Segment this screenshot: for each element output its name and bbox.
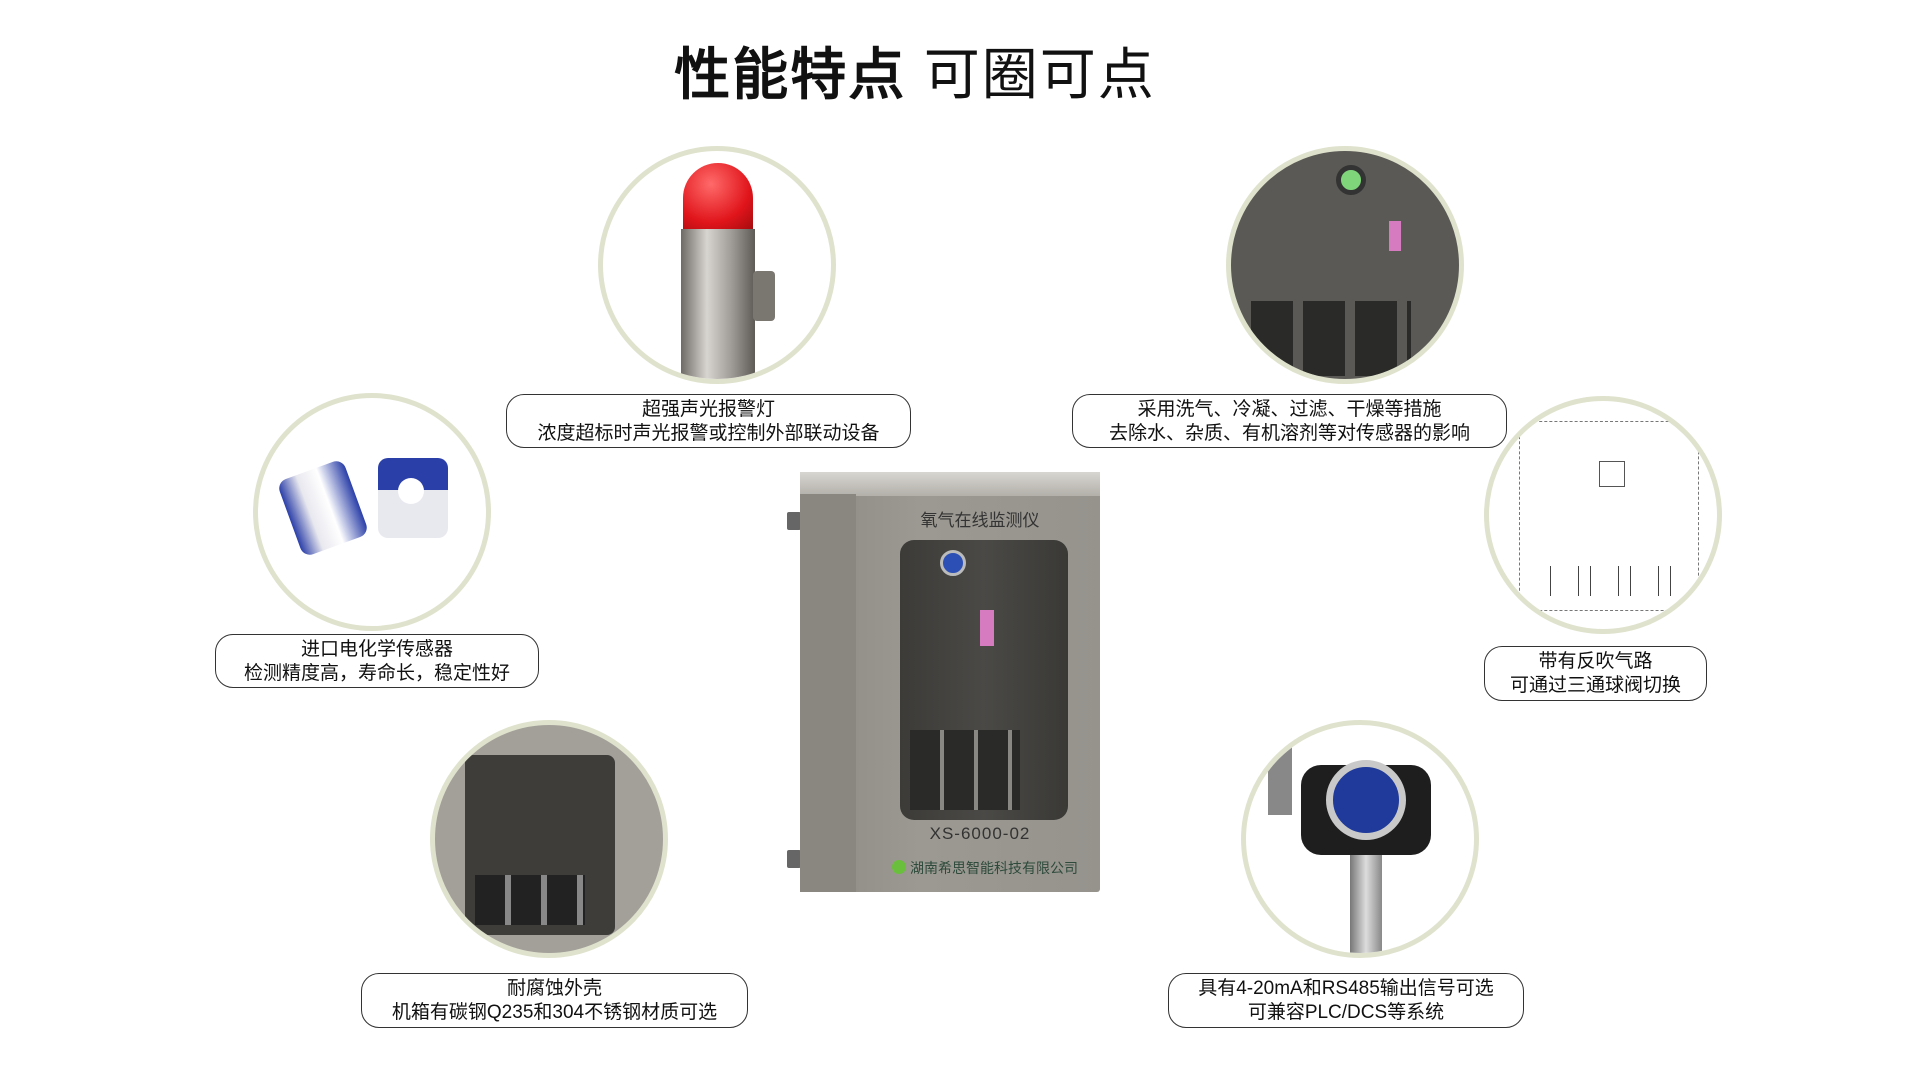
gas-treatment-image [1226,146,1464,384]
feature-title: 进口电化学传感器 [300,639,453,660]
feature-box-output: 具有4-20mA和RS485输出信号可选 可兼容PLC/DCS等系统 [1168,973,1524,1028]
cabinet-window [900,540,1068,820]
feature-title: 超强声光报警灯 [641,399,775,420]
feature-title: 带有反吹气路 [1538,651,1653,672]
backflush-diagram-image [1484,396,1722,634]
feature-box-backflush: 带有反吹气路 可通过三通球阀切换 [1484,646,1707,701]
feature-box-enclosure: 耐腐蚀外壳 机箱有碳钢Q235和304不锈钢材质可选 [361,973,748,1028]
product-model: XS-6000-02 [929,824,1031,843]
company-logo-icon [892,860,906,874]
mount-bracket [787,512,801,530]
company-name: 湖南希思智能科技有限公司 [910,860,1078,876]
feature-desc: 检测精度高，寿命长，稳定性好 [243,663,510,684]
feature-box-alarm: 超强声光报警灯 浓度超标时声光报警或控制外部联动设备 [506,394,911,448]
feature-title: 采用洗气、冷凝、过滤、干燥等措施 [1137,399,1442,420]
feature-title: 耐腐蚀外壳 [506,978,602,999]
feature-desc: 可兼容PLC/DCS等系统 [1247,1002,1445,1023]
feature-desc: 浓度超标时声光报警或控制外部联动设备 [537,423,880,444]
alarm-lamp-image [598,146,836,384]
feature-desc: 机箱有碳钢Q235和304不锈钢材质可选 [391,1002,718,1023]
mount-bracket [787,850,801,868]
product-name: 氧气在线监测仪 [920,511,1040,530]
feature-desc: 可通过三通球阀切换 [1509,675,1681,696]
title-light: 可圈可点 [923,43,1156,106]
title-bold: 性能特点 [674,43,907,106]
feature-desc: 去除水、杂质、有机溶剂等对传感器的影响 [1108,423,1470,444]
gas-detector-image [1241,720,1479,958]
oxygen-monitor-cabinet: 氧气在线监测仪 XS-6000-02 湖南希思智能科技有限公司 [800,472,1100,892]
feature-box-sensor: 进口电化学传感器 检测精度高，寿命长，稳定性好 [215,634,539,688]
page-title: 性能特点 可圈可点 [0,30,1830,111]
feature-title: 具有4-20mA和RS485输出信号可选 [1198,978,1494,999]
electrochemical-sensor-image [253,393,491,631]
feature-box-treatment: 采用洗气、冷凝、过滤、干燥等措施 去除水、杂质、有机溶剂等对传感器的影响 [1072,394,1507,448]
enclosure-image [430,720,668,958]
